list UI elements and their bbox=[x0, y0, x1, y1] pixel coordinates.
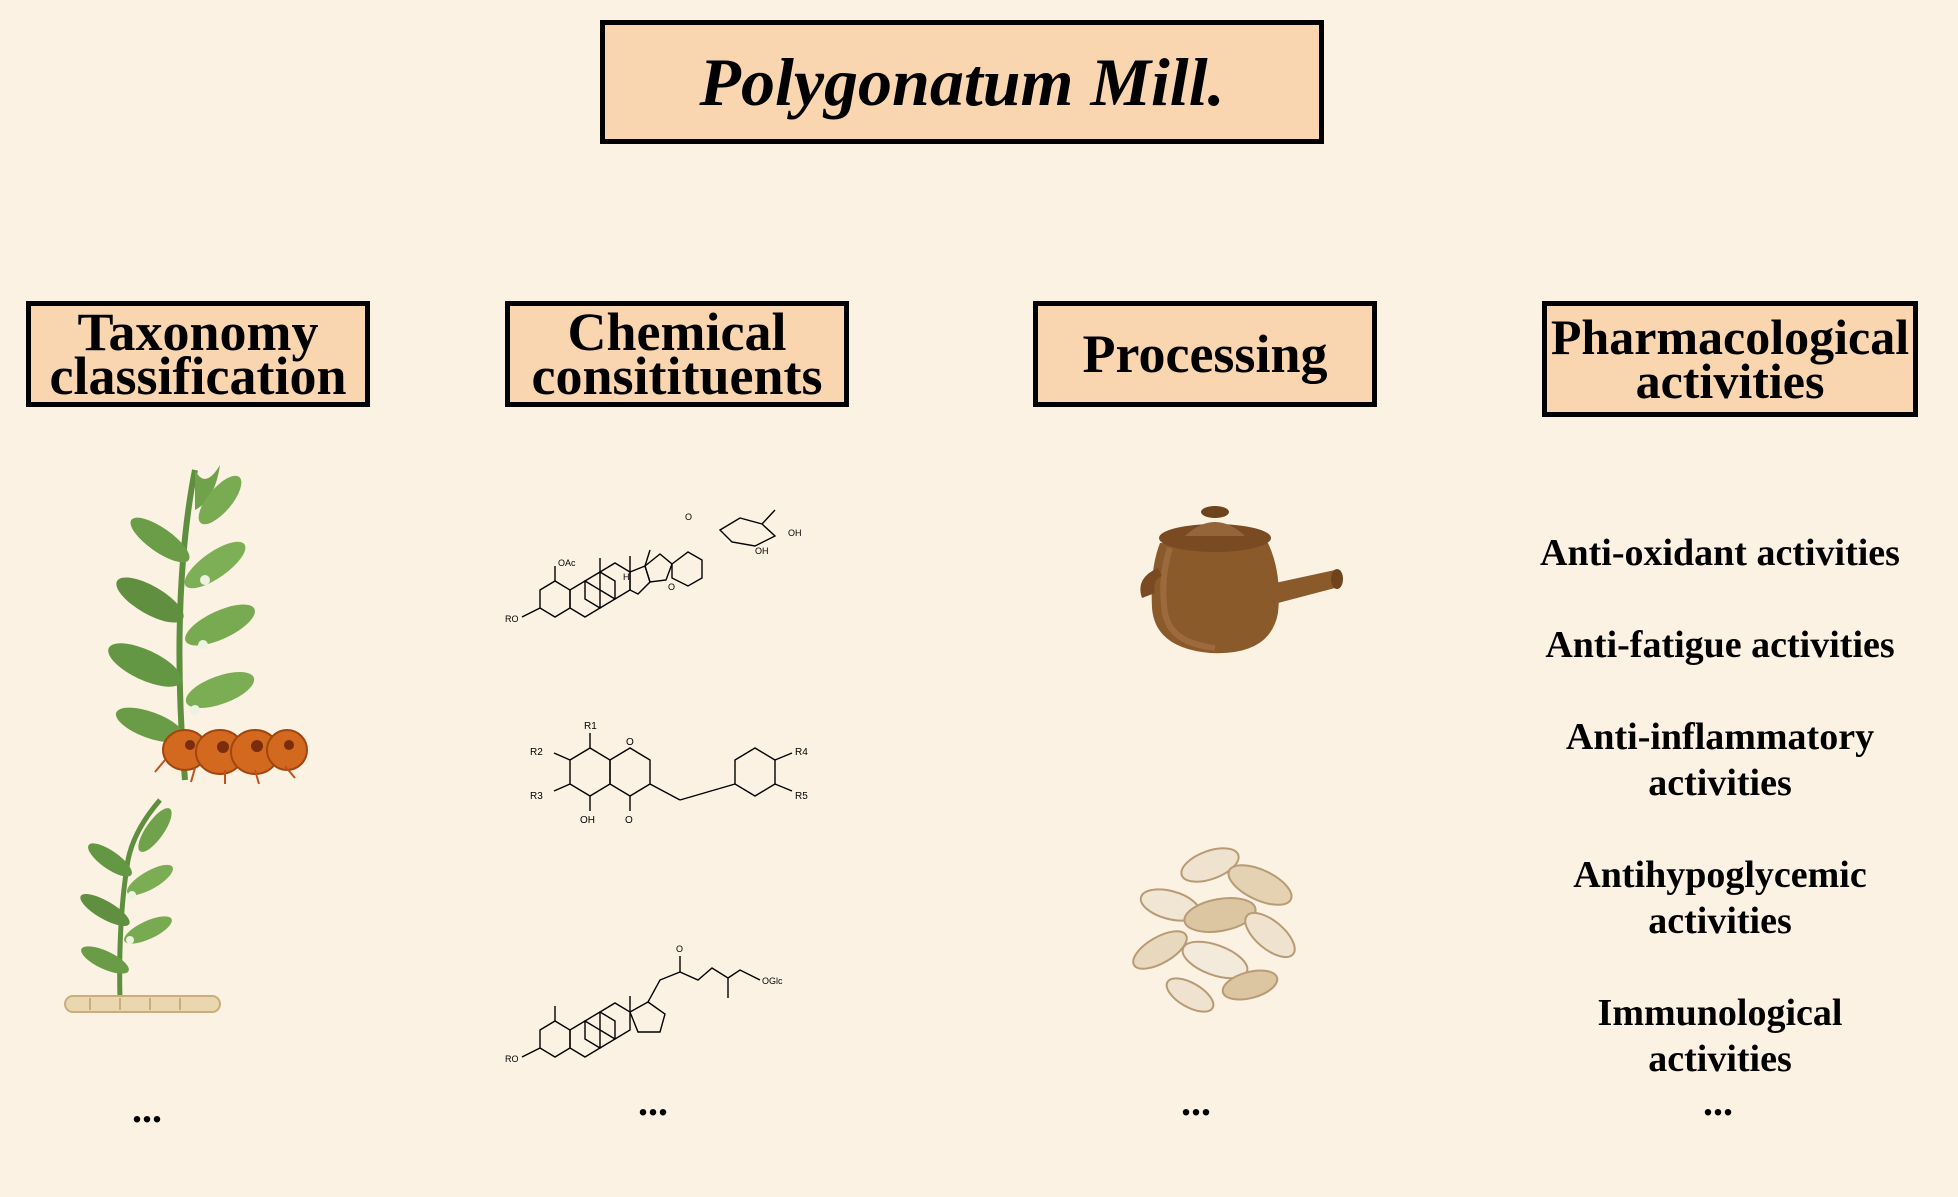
chemical-ellipsis: ... bbox=[638, 1079, 668, 1124]
r3-label: R3 bbox=[530, 791, 543, 802]
clay-pot-icon bbox=[1140, 506, 1343, 654]
chemical-box: Chemical consitituents bbox=[505, 301, 849, 407]
activities-ellipsis: ... bbox=[1703, 1079, 1733, 1124]
chemical-line1: Chemical bbox=[567, 302, 787, 362]
activity-label: Anti-inflammatory bbox=[1565, 716, 1875, 758]
oh-label-1: OH bbox=[788, 528, 802, 538]
activity-label: activities bbox=[1648, 762, 1792, 804]
taxonomy-box: Taxonomy classification bbox=[26, 301, 370, 407]
dried-rhizome-slices-icon bbox=[1132, 847, 1296, 1013]
oh-label-2: OH bbox=[755, 546, 769, 556]
pharmacological-line2: activities bbox=[1635, 353, 1825, 409]
processing-line1: Processing bbox=[1082, 324, 1328, 384]
activity-item-antihypoglycemic: Antihypoglycemic activities bbox=[1500, 852, 1940, 944]
polygonatum-plant-with-rhizome-icon bbox=[108, 465, 308, 785]
page-title: Polygonatum Mill. bbox=[699, 43, 1225, 120]
processing-box: Processing bbox=[1033, 301, 1377, 407]
activity-label: activities bbox=[1648, 900, 1792, 942]
ketone-o-label: O bbox=[676, 944, 683, 954]
oglc-label: OGlc bbox=[762, 976, 783, 986]
pharmacological-box: Pharmacological activities bbox=[1542, 301, 1918, 417]
activity-item-antiinflammatory: Anti-inflammatory activities bbox=[1500, 714, 1940, 806]
ro-label-2: RO bbox=[505, 1054, 519, 1064]
pharmacological-line1: Pharmacological bbox=[1550, 309, 1910, 365]
r2-label: R2 bbox=[530, 747, 543, 758]
activity-item-immunological: Immunological activities bbox=[1500, 990, 1940, 1082]
activity-label: Anti-oxidant activities bbox=[1540, 532, 1900, 574]
activity-label: Anti-fatigue activities bbox=[1545, 624, 1895, 666]
steroid-glycoside-structure: O OGlc RO bbox=[505, 944, 783, 1064]
oac-label: OAc bbox=[558, 558, 576, 568]
r5-label: R5 bbox=[795, 791, 808, 802]
ro-label-1: RO bbox=[505, 614, 519, 624]
o-label-1: O bbox=[668, 582, 675, 592]
ring-o-label: O bbox=[626, 737, 634, 748]
title-box: Polygonatum Mill. bbox=[600, 20, 1324, 144]
keto-o-label: O bbox=[625, 815, 633, 826]
steroidal-saponin-structure: OAc RO H O O OH OH bbox=[505, 509, 802, 624]
h-label: H bbox=[623, 572, 630, 582]
r1-label: R1 bbox=[584, 721, 597, 732]
chemical-line2: consitituents bbox=[531, 346, 823, 406]
activity-item-antioxidant: Anti-oxidant activities bbox=[1500, 530, 1940, 576]
o-label-2: O bbox=[685, 512, 692, 522]
processing-ellipsis: ... bbox=[1181, 1079, 1211, 1124]
r4-label: R4 bbox=[795, 747, 808, 758]
small-plant-with-root-icon bbox=[64, 798, 221, 1013]
taxonomy-line2: classification bbox=[49, 346, 347, 406]
taxonomy-ellipsis: ... bbox=[132, 1086, 162, 1131]
homoisoflavonoid-structure: R1 R2 R3 R4 R5 O OH O bbox=[530, 721, 808, 826]
oh-label-3: OH bbox=[580, 815, 595, 826]
activity-item-antifatigue: Anti-fatigue activities bbox=[1500, 622, 1940, 668]
activity-label: Antihypoglycemic bbox=[1573, 854, 1867, 896]
activity-label: activities bbox=[1648, 1038, 1792, 1080]
taxonomy-line1: Taxonomy bbox=[77, 302, 319, 362]
activity-label: Immunological bbox=[1597, 992, 1843, 1034]
